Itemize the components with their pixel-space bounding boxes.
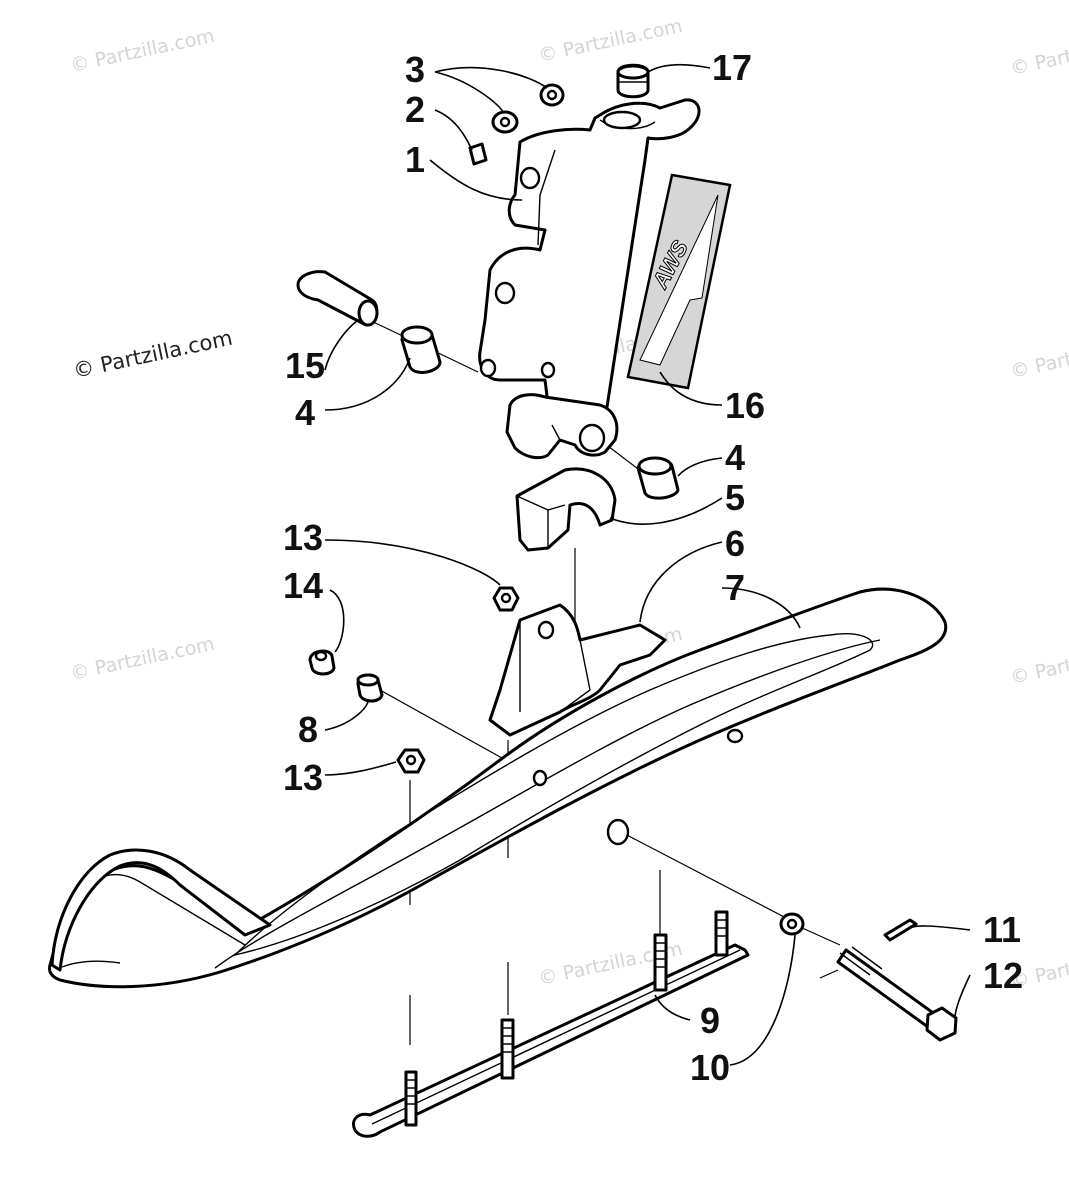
callout-16: 16 [725,385,765,426]
bracket-icon [488,603,667,737]
watermark: © Partzilla.com [536,15,684,67]
watermark: © Partzilla.com [68,633,216,685]
callout-17: 17 [712,47,752,88]
bushing-icon [296,270,680,500]
callout-11: 11 [983,909,1021,950]
callout-6: 6 [725,523,745,564]
bolt-icon [836,918,958,1042]
callout-7: 7 [725,567,745,608]
watermark: © Partzilla.com [68,25,216,77]
callout-8: 8 [298,709,318,750]
washer-icon [468,83,565,166]
callout-1: 1 [405,139,425,180]
callout-2: 2 [405,89,425,130]
callout-13: 13 [283,757,323,798]
callout-12: 12 [983,955,1023,996]
cap-icon [616,63,650,99]
spindle-icon [478,98,701,460]
callout-10: 10 [690,1047,730,1088]
leader-lines [324,64,971,1066]
callout-14: 14 [283,565,323,606]
decal-icon: AWS [626,173,732,390]
wear-bar-icon [352,910,750,1138]
nut-icon [308,586,520,774]
callout-9: 9 [700,1000,720,1041]
washer-icon [779,912,805,936]
callout-3: 3 [405,49,425,90]
callout-13: 13 [283,517,323,558]
callout-5: 5 [725,477,745,518]
callout-15: 15 [285,345,325,386]
callout-4: 4 [725,437,745,478]
callout-4: 4 [295,392,315,433]
watermark: © Partzilla.com [1008,331,1069,383]
callouts: 3 2 1 17 15 4 16 4 5 6 7 13 14 8 13 11 1… [283,47,1023,1088]
watermark: © Partzilla.com [1008,637,1069,689]
watermark: © Partzilla.com [1008,28,1069,80]
ski-icon [48,587,948,989]
watermark-dark: © Partzilla.com [71,326,235,383]
saddle-block-icon [515,467,617,552]
